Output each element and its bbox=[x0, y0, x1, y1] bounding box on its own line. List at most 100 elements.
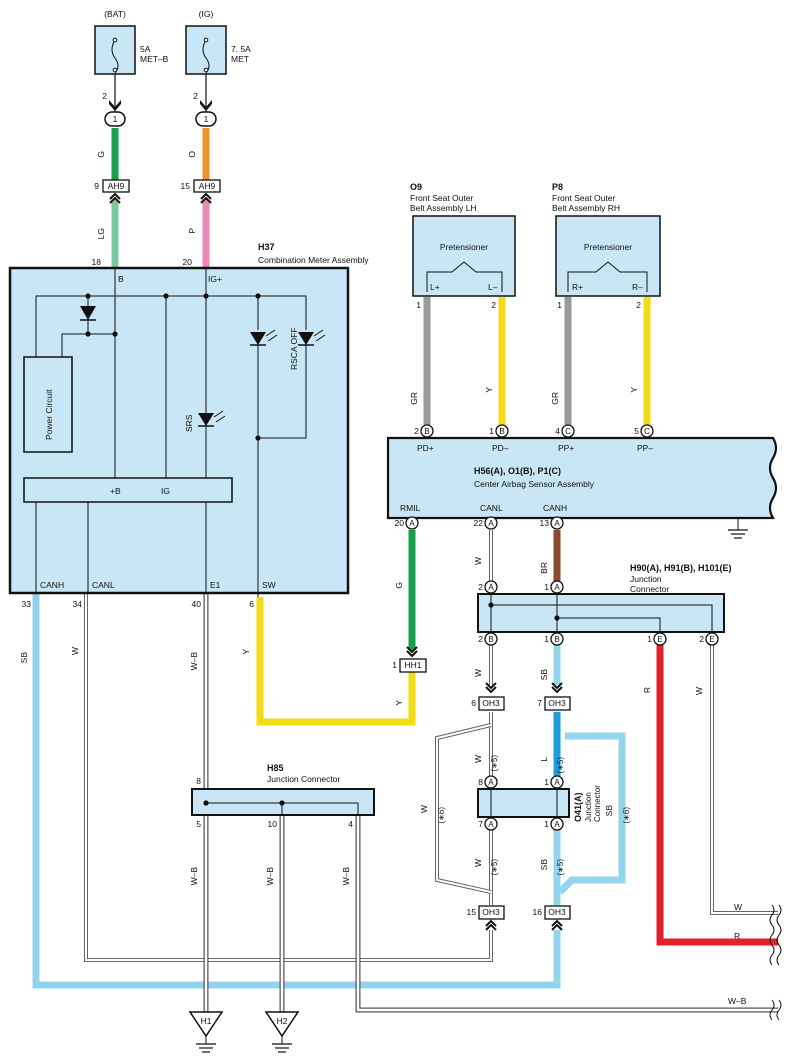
svg-text:PP–: PP– bbox=[637, 443, 653, 453]
pretensioner-icon bbox=[567, 261, 648, 292]
svg-text:7. 5A: 7. 5A bbox=[231, 44, 251, 54]
svg-text:MET–B: MET–B bbox=[140, 54, 169, 64]
wire-label-y-lh: Y bbox=[484, 387, 494, 393]
wire-label-br: BR bbox=[539, 562, 549, 574]
svg-text:16: 16 bbox=[533, 907, 543, 917]
svg-text:W–B: W–B bbox=[265, 867, 275, 886]
svg-text:6: 6 bbox=[471, 698, 476, 708]
svg-text:34: 34 bbox=[73, 599, 83, 609]
svg-text:PD+: PD+ bbox=[417, 443, 434, 453]
svg-text:Belt Assembly RH: Belt Assembly RH bbox=[552, 203, 620, 213]
svg-text:33: 33 bbox=[22, 599, 32, 609]
h85-name: Junction Connector bbox=[267, 774, 340, 784]
svg-text:W–B: W–B bbox=[189, 867, 199, 886]
svg-text:8: 8 bbox=[196, 776, 201, 786]
svg-text:W–B: W–B bbox=[341, 867, 351, 886]
ground-icon bbox=[264, 1011, 300, 1038]
svg-text:Junction: Junction bbox=[584, 792, 593, 822]
fuse-ig: (IG) 7. 5A MET 2 1 bbox=[185, 9, 251, 127]
svg-text:1: 1 bbox=[544, 634, 549, 644]
fuse-bat: (BAT) 5A MET–B 2 1 bbox=[94, 9, 169, 127]
svg-text:RMIL: RMIL bbox=[400, 503, 421, 513]
svg-text:Y: Y bbox=[394, 700, 404, 706]
svg-text:15: 15 bbox=[467, 907, 477, 917]
svg-text:W: W bbox=[473, 557, 483, 565]
fuse-icon bbox=[111, 39, 119, 74]
svg-text:13: 13 bbox=[540, 518, 550, 528]
exit-label-r: R bbox=[734, 931, 740, 941]
svg-text:CANL: CANL bbox=[92, 580, 115, 590]
svg-text:B: B bbox=[554, 635, 559, 644]
p8-code: P8 bbox=[552, 182, 563, 192]
svg-text:W: W bbox=[473, 859, 483, 867]
junction-connector-o41: 8 A 1 A 7 A 1 A O41(A) Junction Connecto… bbox=[477, 775, 602, 831]
airbag-code: H56(A), O1(B), P1(C) bbox=[474, 466, 561, 476]
svg-text:H1: H1 bbox=[201, 1016, 212, 1026]
wire-label-w: W bbox=[70, 647, 80, 655]
ground-h2: H2 bbox=[264, 1011, 300, 1053]
svg-text:L+: L+ bbox=[430, 282, 440, 292]
wire-label-l: L bbox=[539, 757, 549, 762]
svg-text:IG+: IG+ bbox=[208, 274, 222, 284]
wire-label-y-rh: Y bbox=[629, 387, 639, 393]
wire-sb-bypass bbox=[557, 732, 626, 895]
svg-text:2: 2 bbox=[699, 634, 704, 644]
svg-text:(∗5): (∗5) bbox=[490, 755, 499, 772]
ground-h1: H1 bbox=[188, 1011, 224, 1053]
svg-text:20: 20 bbox=[395, 518, 405, 528]
svg-text:PD–: PD– bbox=[492, 443, 509, 453]
svg-text:2: 2 bbox=[491, 300, 496, 310]
svg-text:A: A bbox=[488, 519, 494, 528]
svg-text:4: 4 bbox=[348, 819, 353, 829]
ground-icon bbox=[188, 1011, 224, 1038]
connector-oh3-15: 15 OH3 bbox=[467, 905, 505, 931]
svg-text:22: 22 bbox=[474, 518, 484, 528]
svg-text:Front Seat Outer: Front Seat Outer bbox=[552, 193, 615, 203]
svg-text:Junction: Junction bbox=[630, 574, 662, 584]
svg-text:A: A bbox=[409, 519, 415, 528]
combination-meter-assembly: H37 Combination Meter Assembly 18 20 B I… bbox=[8, 242, 369, 609]
wire-label-g-rmil: G bbox=[394, 582, 404, 589]
svg-text:20: 20 bbox=[183, 257, 193, 267]
wire-label-gr-rh: GR bbox=[550, 392, 560, 405]
svg-text:40: 40 bbox=[192, 599, 202, 609]
svg-text:1: 1 bbox=[557, 300, 562, 310]
connector-ah9-b: 15 AH9 bbox=[181, 179, 221, 204]
svg-text:(∗5): (∗5) bbox=[490, 859, 499, 876]
svg-text:Front Seat Outer: Front Seat Outer bbox=[410, 193, 473, 203]
wire-y-sw bbox=[256, 597, 416, 726]
svg-text:Pretensioner: Pretensioner bbox=[440, 242, 488, 252]
wire-label-lg: LG bbox=[96, 228, 106, 239]
terminal-arrow-icon bbox=[109, 100, 121, 111]
svg-text:2: 2 bbox=[102, 91, 107, 101]
svg-text:1: 1 bbox=[544, 819, 549, 829]
svg-text:R–: R– bbox=[632, 282, 643, 292]
svg-text:B: B bbox=[488, 635, 493, 644]
break-mark-right bbox=[769, 904, 775, 966]
svg-text:W: W bbox=[419, 805, 429, 813]
svg-text:1: 1 bbox=[544, 582, 549, 592]
svg-text:W: W bbox=[694, 687, 704, 695]
wire-label-o: O bbox=[187, 151, 197, 158]
svg-text:4: 4 bbox=[555, 426, 560, 436]
svg-text:1: 1 bbox=[647, 634, 652, 644]
svg-text:7: 7 bbox=[537, 698, 542, 708]
junction-connector-h90: H90(A), H91(B), H101(E) Junction Connect… bbox=[477, 563, 732, 646]
junction-connector-h85: H85 Junction Connector 8 5 10 4 bbox=[191, 763, 375, 829]
svg-text:10: 10 bbox=[268, 819, 278, 829]
meter-bus-block bbox=[23, 477, 233, 503]
svg-text:E1: E1 bbox=[210, 580, 221, 590]
svg-text:AH9: AH9 bbox=[108, 181, 125, 191]
svg-text:A: A bbox=[488, 778, 494, 787]
svg-text:A: A bbox=[554, 820, 560, 829]
svg-text:B: B bbox=[424, 427, 429, 436]
ground-icon bbox=[728, 518, 748, 539]
wire-sb-canh bbox=[32, 590, 561, 989]
svg-text:18: 18 bbox=[92, 257, 102, 267]
svg-text:8: 8 bbox=[478, 777, 483, 787]
svg-text:9: 9 bbox=[94, 181, 99, 191]
svg-text:1: 1 bbox=[489, 426, 494, 436]
svg-text:W: W bbox=[473, 755, 483, 763]
led-srs-icon bbox=[198, 410, 226, 427]
